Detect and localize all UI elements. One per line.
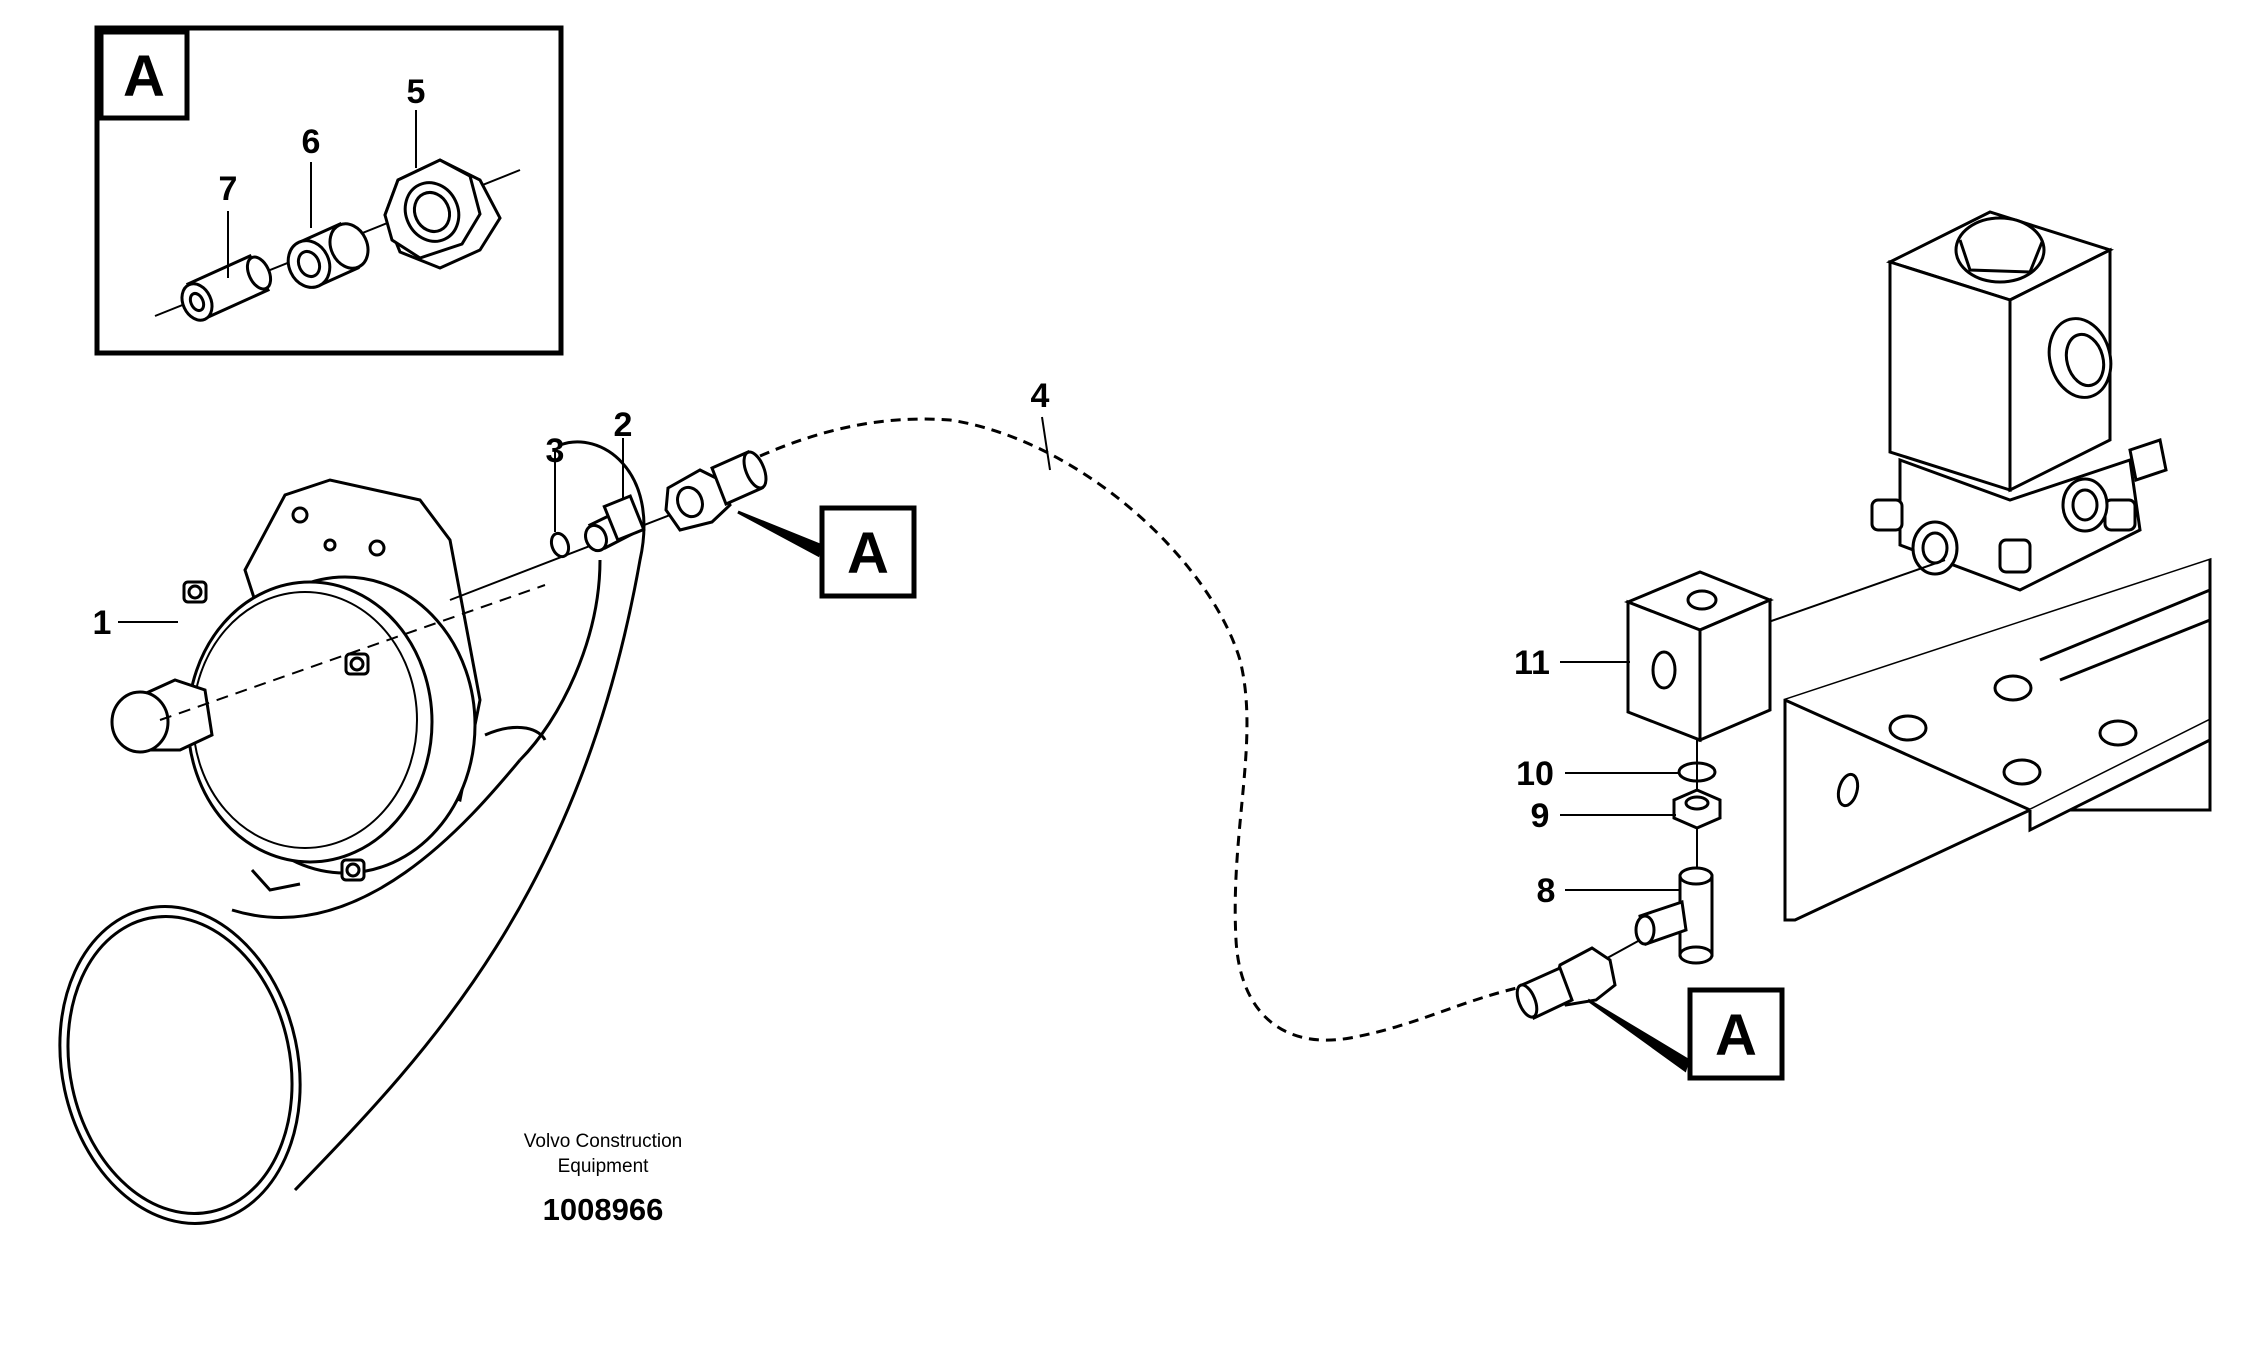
callout-11: 11 [1514, 644, 1550, 682]
caption-line-2: Equipment [558, 1156, 650, 1177]
ferrule-part-6 [286, 221, 370, 289]
callout-5: 5 [407, 73, 426, 111]
horn-assembly: 1 [58, 440, 646, 1225]
detail-ref-label-upper: A [847, 521, 889, 586]
connector-parts-2-3: 3 2 [449, 406, 768, 601]
drawing-number: 1008966 [543, 1192, 664, 1227]
detail-ref-label-lower: A [1715, 1003, 1757, 1068]
solenoid-valve [1759, 210, 2168, 626]
callout-7: 7 [219, 170, 238, 208]
hex-nut-part-5 [383, 158, 502, 270]
sleeve-part-7 [180, 254, 273, 322]
callout-9: 9 [1531, 797, 1550, 835]
callout-1: 1 [93, 604, 112, 642]
callout-3: 3 [546, 432, 565, 470]
callout-10: 10 [1516, 755, 1554, 793]
callout-8: 8 [1537, 872, 1556, 910]
callout-2: 2 [614, 406, 633, 444]
detail-ref-upper: A [737, 505, 917, 599]
angle-bracket [1783, 557, 2212, 922]
callout-4: 4 [1031, 377, 1050, 415]
block-part-11: 11 [1514, 570, 1774, 743]
detail-view-a: A 7 6 5 [94, 25, 564, 356]
caption: Volvo Construction Equipment 1008966 [524, 1131, 682, 1227]
callout-6: 6 [302, 123, 321, 161]
detail-view-label: A [123, 44, 165, 109]
caption-line-1: Volvo Construction [524, 1131, 682, 1152]
hose-part-4: 4 [759, 377, 1531, 1042]
detail-ref-lower: A [1587, 987, 1785, 1081]
fittings-8-9-10: 10 9 8 [1515, 740, 1722, 1021]
